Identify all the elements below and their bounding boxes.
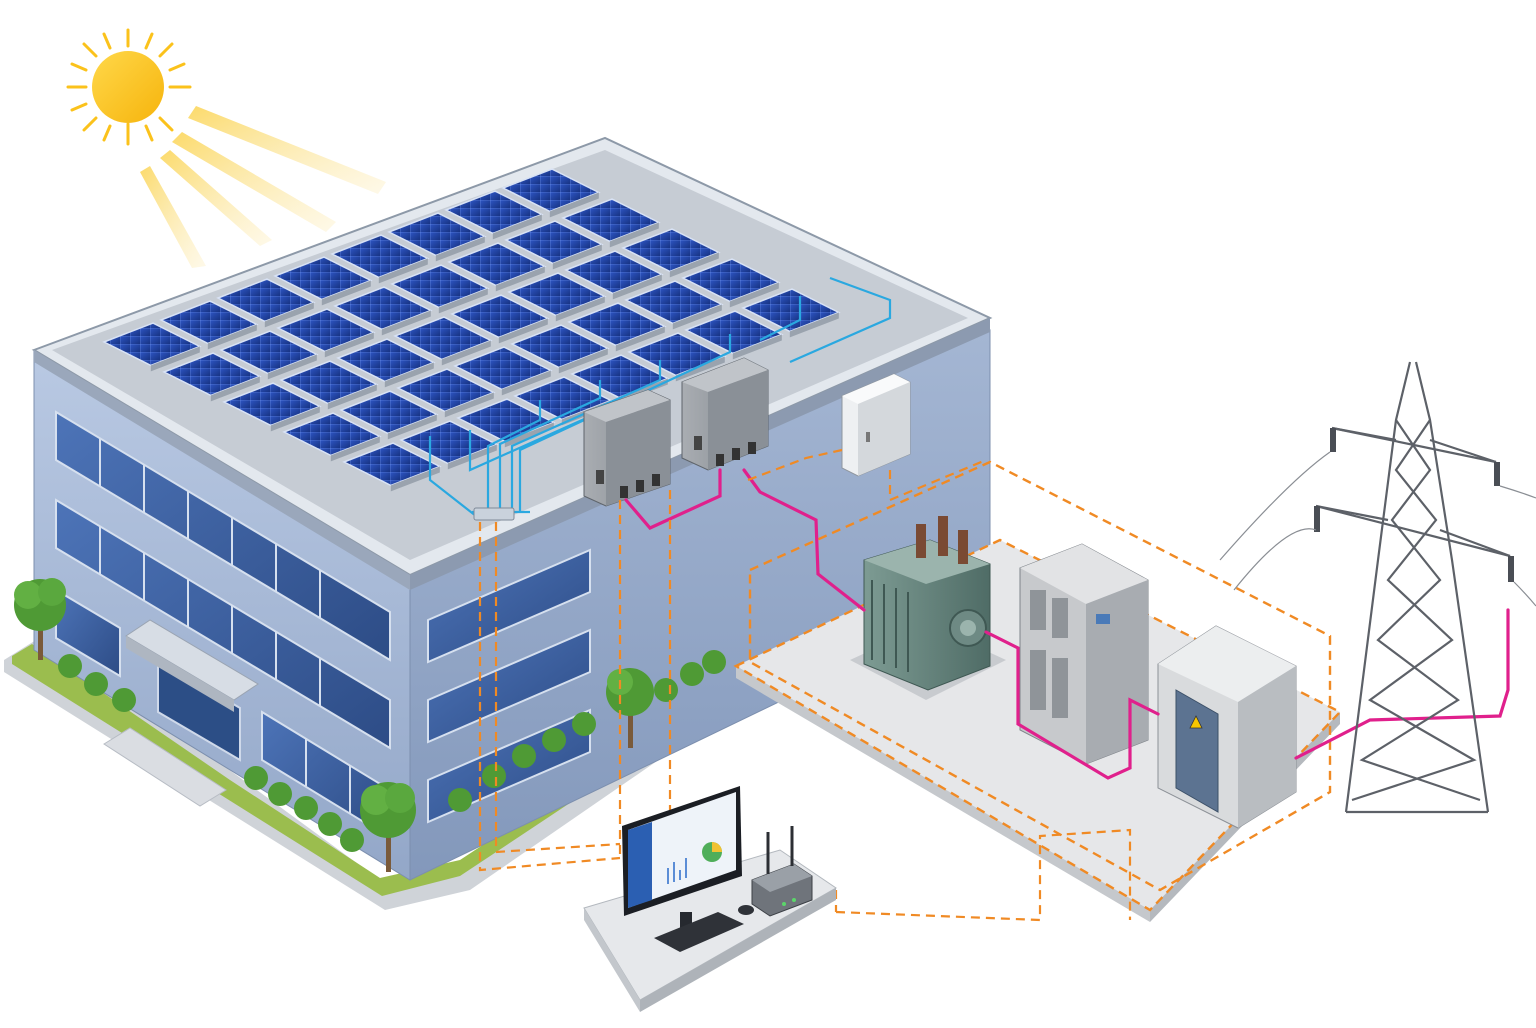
left-wall-windows (55, 410, 391, 840)
panel-mount (552, 244, 602, 270)
panel-mount (324, 332, 374, 358)
junction-box-icon (473, 507, 515, 521)
keyboard-icon (654, 912, 744, 952)
panel-mount (555, 296, 605, 322)
tree-icon (14, 578, 66, 660)
junction-box-icon (841, 373, 911, 477)
panel-mount (210, 376, 260, 402)
shrub-row (58, 650, 726, 852)
monitoring-workstation (583, 786, 837, 1012)
panel-mount (789, 312, 839, 338)
panel-mount (387, 414, 437, 440)
inverter-icon (583, 389, 671, 507)
sun-rays (140, 106, 386, 268)
panel-mount (270, 406, 320, 432)
panel-mount (441, 340, 491, 366)
panel-mount (729, 282, 779, 308)
panel-mount (549, 192, 599, 218)
panel-mount (672, 304, 722, 330)
router-icon (751, 826, 813, 917)
panel-mount (321, 280, 371, 306)
panel-mount (447, 444, 497, 470)
entrance-canopy (103, 619, 259, 807)
panel-mount (435, 236, 485, 262)
data-communication (478, 448, 1132, 922)
panel-mount (378, 258, 428, 284)
panel-mount (384, 362, 434, 388)
panel-mount (492, 214, 542, 240)
panel-mount (504, 422, 554, 448)
panel-mount (498, 318, 548, 344)
sun-icon (66, 28, 192, 146)
panel-mount (495, 266, 545, 292)
panel-mount (267, 354, 317, 380)
panel-mount (390, 466, 440, 492)
panel-mount (438, 288, 488, 314)
switchgear-icon (1019, 543, 1149, 765)
panel-mount (264, 302, 314, 328)
trees (14, 578, 726, 872)
panel-mount (558, 348, 608, 374)
panel-mount (669, 252, 719, 278)
panel-mount (327, 384, 377, 410)
grid-conductors (1219, 451, 1536, 607)
panel-mount (609, 222, 659, 248)
tree-icon (360, 782, 416, 872)
grid-connection-cabinet (1157, 625, 1297, 829)
panel-mount (675, 356, 725, 382)
panel-mount (444, 392, 494, 418)
pylon-icon (1315, 361, 1511, 814)
panel-mount (330, 436, 380, 462)
monitor-icon (622, 786, 742, 930)
mouse-icon (738, 905, 754, 915)
inverter-icon (681, 357, 769, 471)
panel-mount (381, 310, 431, 336)
panel-mount (612, 274, 662, 300)
panel-mount (150, 346, 200, 372)
high-voltage-warning-icon (1189, 715, 1203, 729)
panel-mount (207, 324, 257, 350)
insulators (1314, 428, 1514, 582)
transformer-icon (850, 516, 1006, 700)
panel-mount (732, 334, 782, 360)
rooftop-solar-array (102, 168, 841, 492)
panel-mount (615, 326, 665, 352)
panel-mount (501, 370, 551, 396)
ac-power-line (624, 468, 1510, 780)
